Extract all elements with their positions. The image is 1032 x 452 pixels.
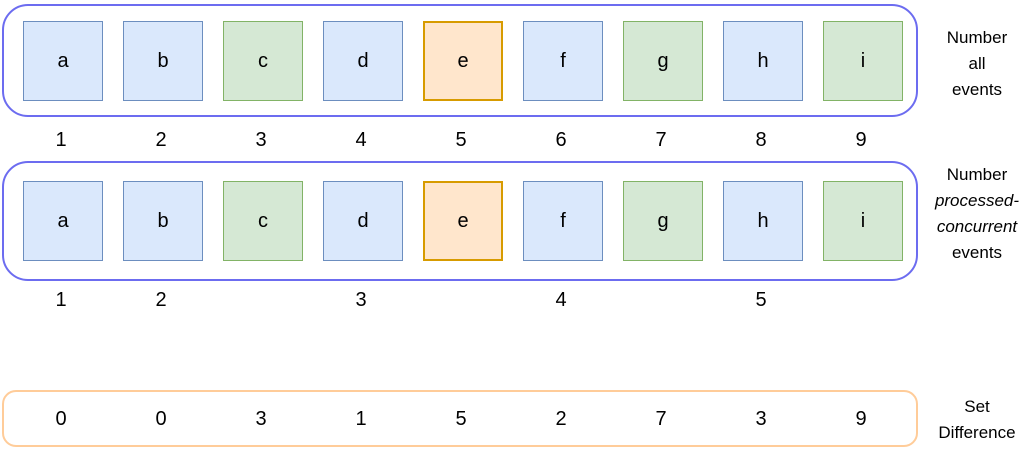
processed-concurrent-number: 1 — [55, 289, 67, 311]
set-difference-label: Set Difference — [922, 394, 1032, 446]
event-box-d: d — [323, 21, 403, 101]
event-box-a: a — [23, 21, 103, 101]
set-difference-value: 0 — [155, 408, 167, 430]
label-line: all — [968, 54, 986, 73]
processed-concurrent-number: 5 — [755, 289, 767, 311]
set-difference-value: 3 — [255, 408, 267, 430]
event-box-f: f — [523, 21, 603, 101]
processed-concurrent-number: 3 — [355, 289, 367, 311]
set-difference-value: 9 — [855, 408, 867, 430]
processed-concurrent-box-row: a b c d e f g h i — [23, 181, 903, 261]
processed-concurrent-number: 2 — [155, 289, 167, 311]
event-box-a: a — [23, 181, 103, 261]
event-box-g: g — [623, 21, 703, 101]
processed-concurrent-number: 4 — [555, 289, 567, 311]
set-difference-value: 1 — [355, 408, 367, 430]
event-box-i: i — [823, 21, 903, 101]
all-events-number: 4 — [355, 129, 367, 151]
event-box-f: f — [523, 181, 603, 261]
all-events-number: 5 — [455, 129, 467, 151]
set-difference-value: 2 — [555, 408, 567, 430]
event-box-e: e — [423, 181, 503, 261]
event-box-b: b — [123, 21, 203, 101]
label-line: processed- — [934, 191, 1020, 210]
set-difference-value: 7 — [655, 408, 667, 430]
all-events-number: 2 — [155, 129, 167, 151]
event-box-h: h — [723, 21, 803, 101]
event-box-g: g — [623, 181, 703, 261]
event-box-e: e — [423, 21, 503, 101]
all-events-number: 3 — [255, 129, 267, 151]
set-difference-value: 0 — [55, 408, 67, 430]
event-box-i: i — [823, 181, 903, 261]
processed-concurrent-group: a b c d e f g h i — [2, 161, 918, 281]
event-box-c: c — [223, 181, 303, 261]
all-events-label: Number all events — [922, 25, 1032, 103]
label-line: Set — [964, 397, 990, 416]
processed-concurrent-label: Number processed- concurrent events — [922, 162, 1032, 266]
all-events-number: 6 — [555, 129, 567, 151]
event-box-h: h — [723, 181, 803, 261]
all-events-number: 9 — [855, 129, 867, 151]
event-box-d: d — [323, 181, 403, 261]
label-line: Number — [946, 165, 1008, 184]
all-events-number: 8 — [755, 129, 767, 151]
label-line: Difference — [938, 423, 1016, 442]
event-box-c: c — [223, 21, 303, 101]
set-difference-value: 3 — [755, 408, 767, 430]
set-difference-group — [2, 390, 918, 447]
label-line: Number — [946, 28, 1008, 47]
set-difference-value: 5 — [455, 408, 467, 430]
all-events-number: 1 — [55, 129, 67, 151]
label-line: events — [951, 243, 1003, 262]
label-line: events — [951, 80, 1003, 99]
event-box-b: b — [123, 181, 203, 261]
all-events-group: a b c d e f g h i — [2, 4, 918, 117]
all-events-number: 7 — [655, 129, 667, 151]
all-events-box-row: a b c d e f g h i — [23, 21, 903, 101]
label-line: concurrent — [936, 217, 1018, 236]
